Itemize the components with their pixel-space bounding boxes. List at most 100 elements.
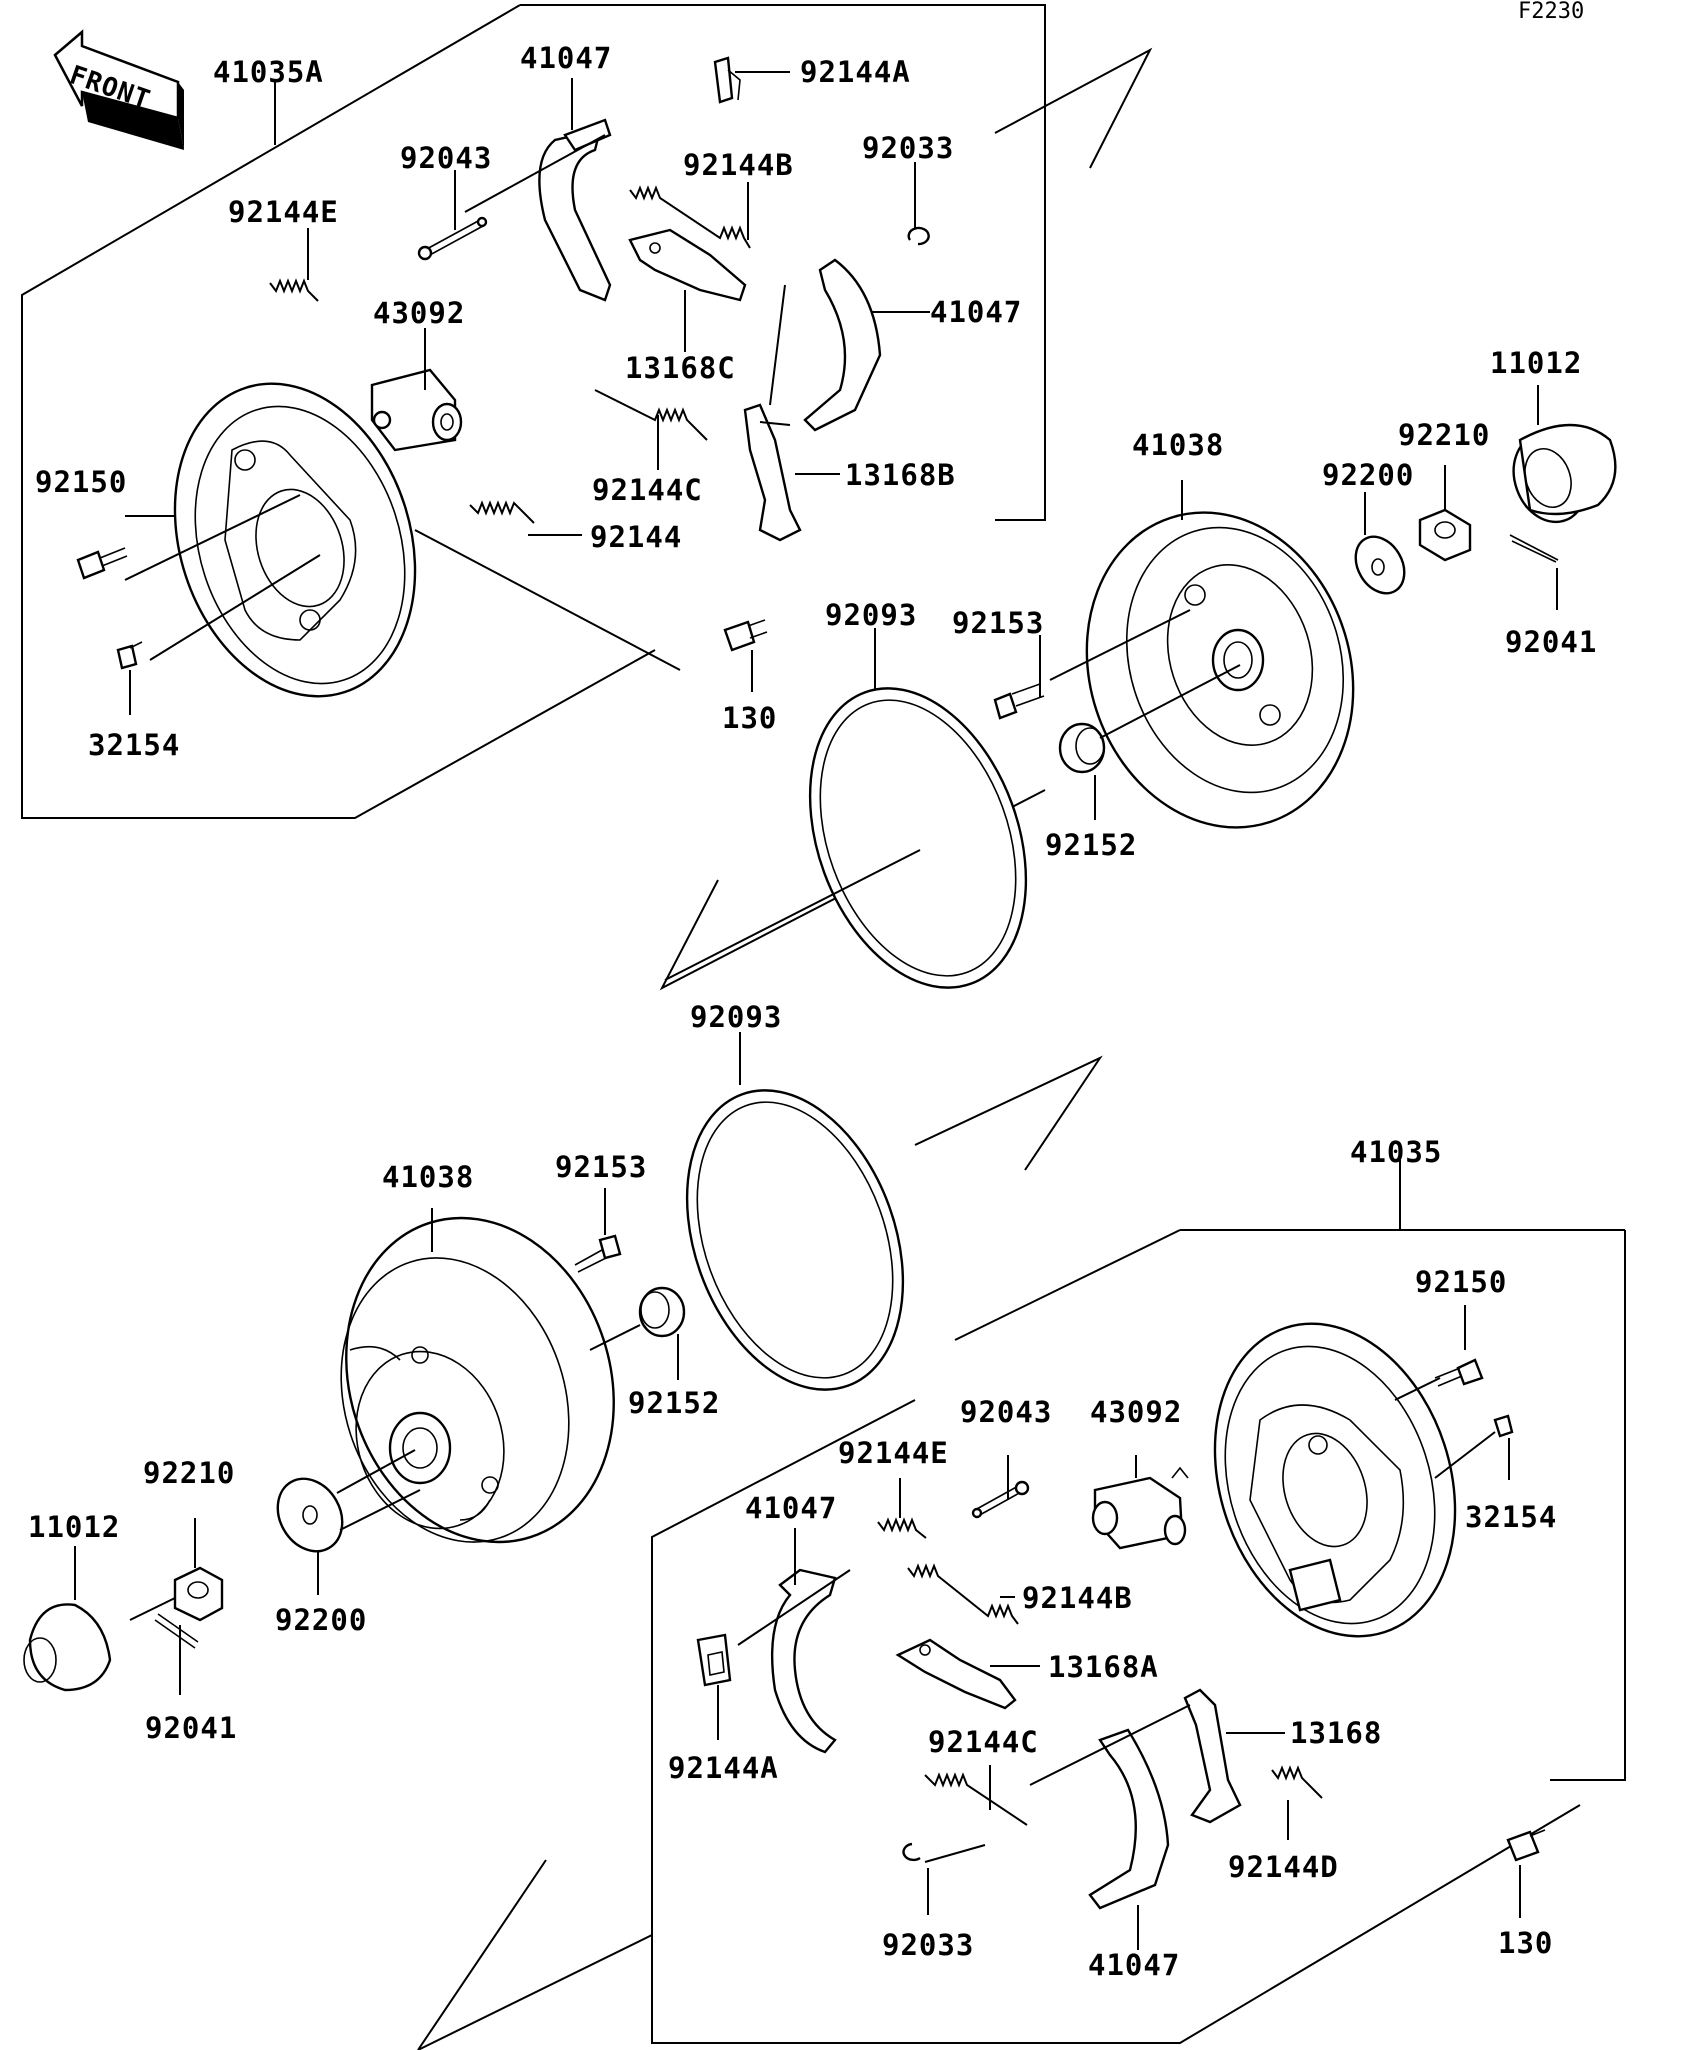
label-92210-top: 92210 [1398, 418, 1490, 452]
bottom-assembly: 92093 41038 92153 92152 92210 92200 1101… [23, 1000, 1626, 2050]
washer-92200-bottom [276, 1477, 344, 1553]
label-92144b-bottom: 92144B [1022, 1581, 1133, 1615]
seal-ring-92093-top [808, 687, 1028, 989]
cotter-pin-92041-bottom [154, 1613, 199, 1649]
label-13168c-top: 13168C [625, 351, 736, 385]
label-92150-bottom: 92150 [1415, 1265, 1507, 1299]
top-assembly-outline [520, 4, 1046, 521]
bolt-130-bottom [1506, 1829, 1546, 1862]
label-92150-top: 92150 [35, 465, 127, 499]
label-11012-top: 11012 [1490, 346, 1582, 380]
label-92041-bottom: 92041 [145, 1711, 237, 1745]
stud-92153-top [993, 683, 1045, 720]
label-41047-top-b: 41047 [930, 295, 1022, 329]
label-41035a: 41035A [213, 55, 324, 89]
stud-92153-bottom [574, 1234, 622, 1273]
spring-92144-top [469, 500, 535, 524]
label-92033-bottom: 92033 [882, 1928, 974, 1962]
spring-92144e-bottom [877, 1517, 927, 1539]
label-32154-top: 32154 [88, 728, 180, 762]
pin-92043-bottom [971, 1480, 1030, 1519]
clip-92144a-top [713, 56, 741, 104]
bleeder-32154-bottom [1493, 1414, 1514, 1438]
oil-seal-92152-top [1058, 722, 1106, 774]
brake-drum-41038-top [1085, 511, 1355, 829]
label-92144c-top: 92144C [592, 473, 703, 507]
e-ring-92033-bottom [902, 1842, 921, 1862]
label-92153-bottom: 92153 [555, 1150, 647, 1184]
backing-plate-41035 [1213, 1322, 1457, 1638]
wheel-cylinder-43092 [370, 368, 463, 452]
label-32154-bottom: 32154 [1465, 1500, 1557, 1534]
label-130-bottom: 130 [1498, 1926, 1553, 1960]
nut-92210-top [1418, 508, 1472, 562]
hub-cap-11012-top [1512, 423, 1617, 524]
label-92200-top: 92200 [1322, 458, 1414, 492]
clip-92144a-bottom [696, 1633, 732, 1687]
label-13168b-top: 13168B [845, 458, 956, 492]
label-92144c-bottom: 92144C [928, 1725, 1039, 1759]
label-92041-top: 92041 [1505, 625, 1597, 659]
washer-92200-top [1354, 535, 1406, 595]
label-43092-bottom: 43092 [1090, 1395, 1182, 1429]
label-92210-bottom: 92210 [143, 1456, 235, 1490]
e-ring-92033-top [907, 226, 930, 246]
spring-92144b-top [629, 185, 751, 249]
label-43092-top: 43092 [373, 296, 465, 330]
oil-seal-92152-bottom [638, 1286, 686, 1338]
wheel-cylinder-43092-bottom [1091, 1466, 1189, 1550]
label-92043-top: 92043 [400, 141, 492, 175]
backing-plate-41035a [173, 382, 417, 698]
hub-cap-11012-bottom [23, 1603, 112, 1692]
pin-92043-top [417, 216, 488, 261]
label-41047-bottom-a: 41047 [745, 1491, 837, 1525]
lever-13168c-top [628, 228, 747, 302]
label-11012-bottom: 11012 [28, 1510, 120, 1544]
lever-13168a-bottom [895, 1638, 1017, 1710]
bottom-leader-lines [74, 1032, 1521, 1950]
bolt-130-top [723, 619, 768, 652]
lever-13168b-top [743, 403, 802, 542]
label-92093-top: 92093 [825, 598, 917, 632]
spring-92144c-bottom [924, 1772, 1028, 1826]
spring-92144c-top [594, 389, 708, 441]
label-92153-top: 92153 [952, 606, 1044, 640]
brake-shoe-41047-bottom-a [770, 1568, 837, 1754]
label-92033-top: 92033 [862, 131, 954, 165]
bolt-92150-bottom [1434, 1358, 1484, 1387]
bolt-92150 [76, 547, 128, 580]
label-130-top: 130 [722, 701, 777, 735]
label-92144a-bottom: 92144A [668, 1751, 779, 1785]
bottom-assembly-outline [1550, 1230, 1626, 1781]
top-leader-lines [124, 71, 1558, 981]
label-92144e-bottom: 92144E [838, 1436, 949, 1470]
label-92152-bottom: 92152 [628, 1386, 720, 1420]
spring-92144e-top [269, 278, 319, 302]
brake-drum-41038-bottom [340, 1216, 615, 1544]
seal-ring-92093-bottom [685, 1089, 905, 1391]
cotter-pin-92041-top [1509, 534, 1559, 563]
label-92043-bottom: 92043 [960, 1395, 1052, 1429]
label-13168-bottom: 13168 [1290, 1716, 1382, 1750]
top-assembly: 41035A 41047 92144A 92043 92144B 92033 9… [21, 4, 1617, 991]
label-13168a-bottom: 13168A [1048, 1650, 1159, 1684]
label-41035-bottom: 41035 [1350, 1135, 1442, 1169]
brake-shoe-41047-top-b [803, 258, 882, 432]
nut-92210-bottom [173, 1566, 224, 1622]
spring-92144b-bottom [907, 1563, 1019, 1625]
label-92144d-bottom: 92144D [1228, 1850, 1339, 1884]
label-41038-top: 41038 [1132, 428, 1224, 462]
bleeder-32154 [116, 641, 143, 670]
label-92152-top: 92152 [1045, 828, 1137, 862]
label-92144e-top: 92144E [228, 195, 339, 229]
label-92200-bottom: 92200 [275, 1603, 367, 1637]
label-92144b-top: 92144B [683, 148, 794, 182]
label-92093-bottom: 92093 [690, 1000, 782, 1034]
label-41047-top-a: 41047 [520, 41, 612, 75]
label-41047-bottom-b: 41047 [1088, 1948, 1180, 1982]
label-92144-top: 92144 [590, 520, 682, 554]
label-41038-bottom: 41038 [382, 1160, 474, 1194]
brake-shoe-41047-top-a [538, 118, 612, 302]
front-arrow-icon: FRONT [53, 29, 184, 150]
